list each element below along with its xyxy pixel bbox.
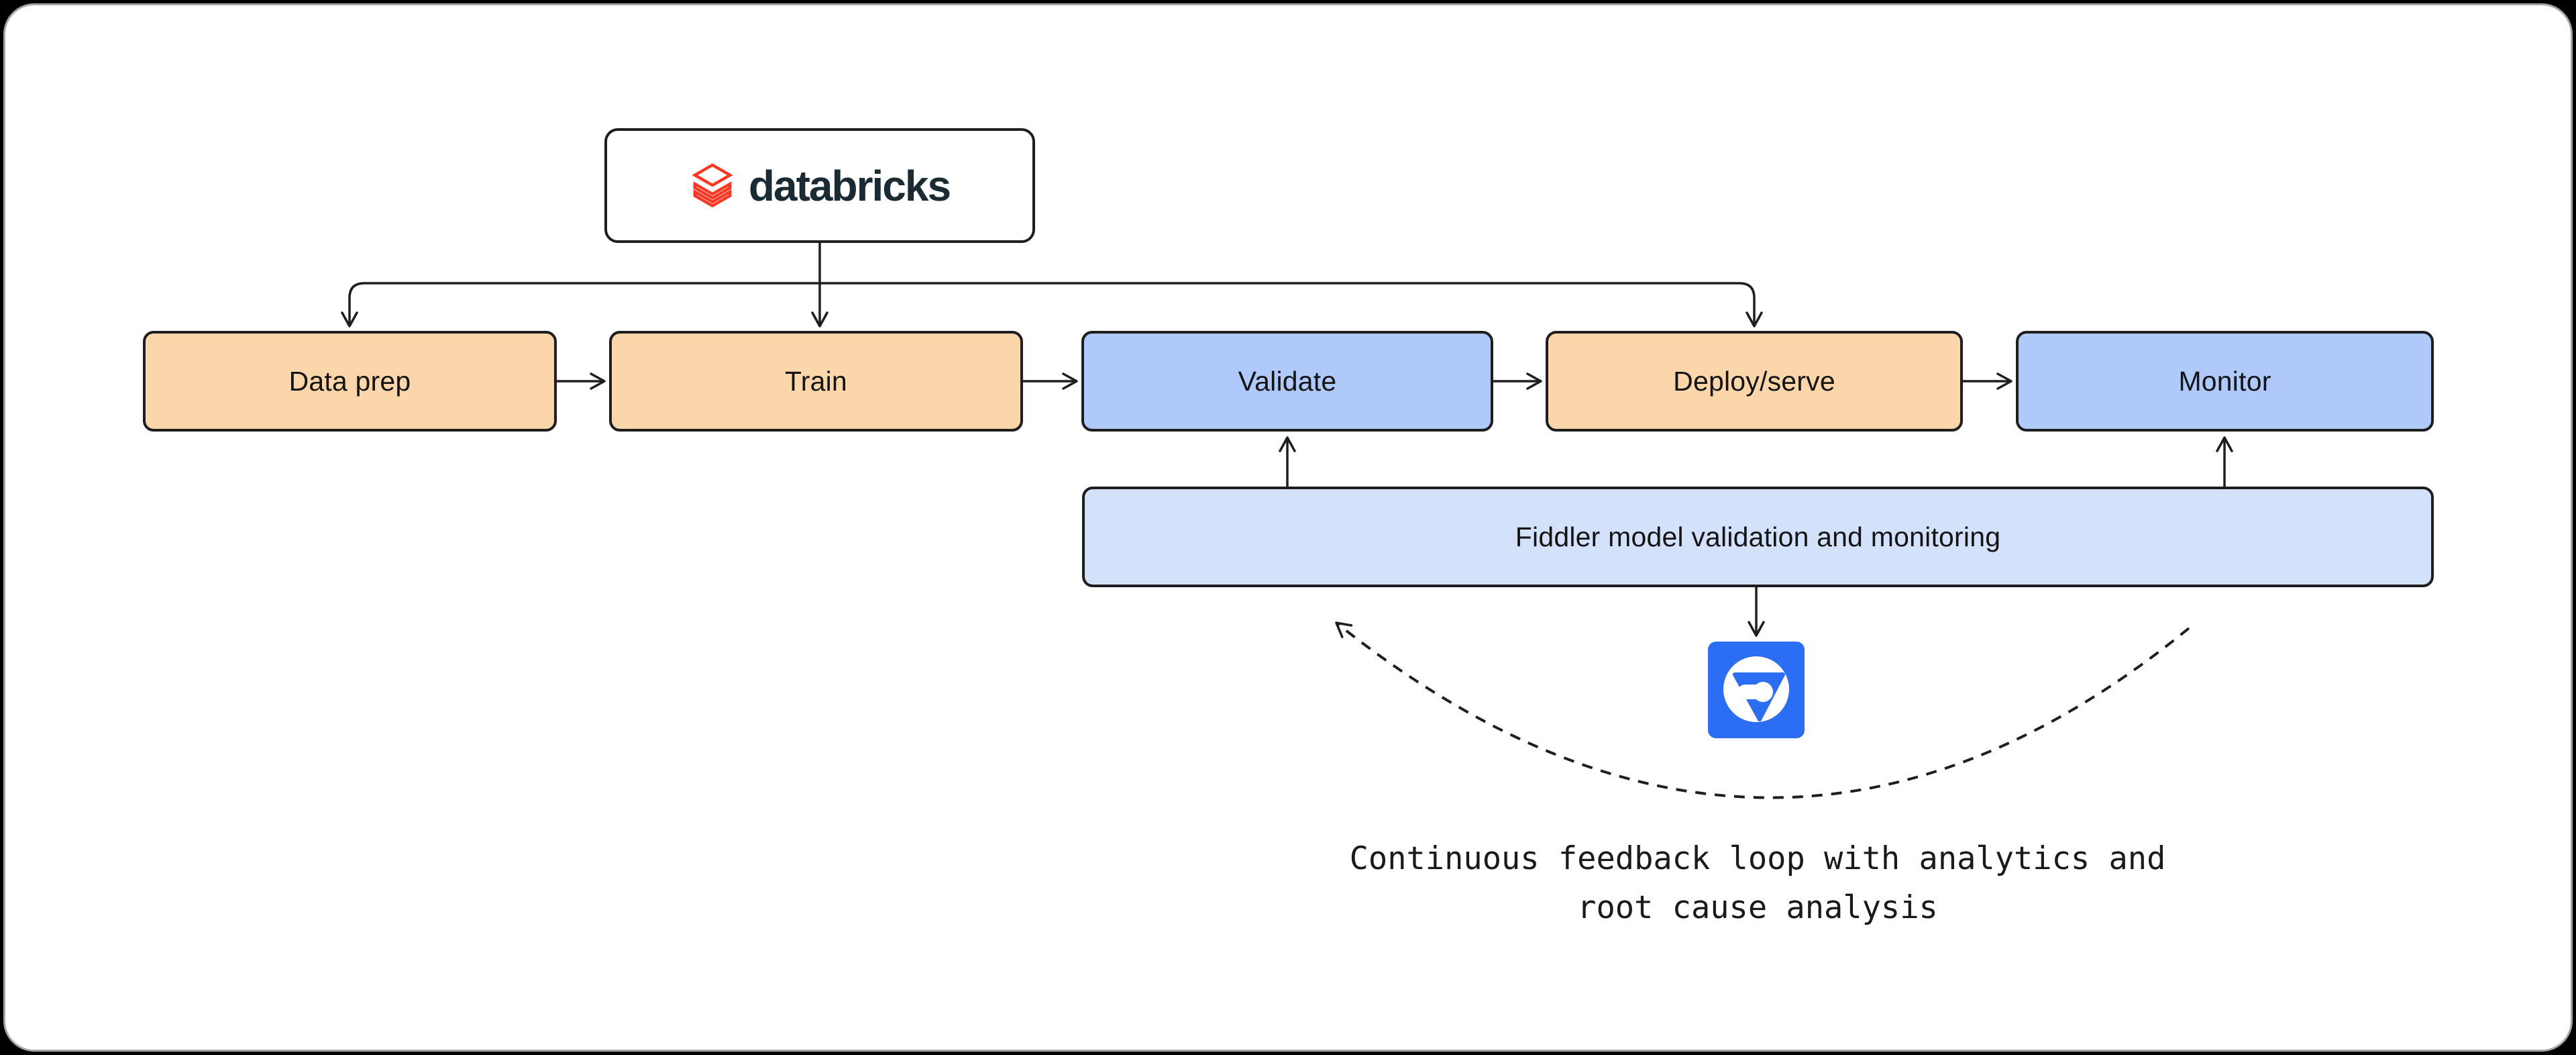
feedback-annotation-line2: root cause analysis <box>1577 889 1938 926</box>
fiddler-band: Fiddler model validation and monitoring <box>1082 487 2434 587</box>
feedback-annotation: Continuous feedback loop with analytics … <box>1275 834 2241 932</box>
stage-label: Deploy/serve <box>1673 365 1835 397</box>
stage-data-prep: Data prep <box>143 331 557 432</box>
stage-monitor: Monitor <box>2016 331 2434 432</box>
databricks-wordmark: databricks <box>748 161 951 210</box>
stage-validate: Validate <box>1081 331 1493 432</box>
stage-label: Monitor <box>2178 365 2271 397</box>
fiddler-band-label: Fiddler model validation and monitoring <box>1515 521 2001 552</box>
feedback-annotation-line1: Continuous feedback loop with analytics … <box>1349 840 2166 877</box>
stage-label: Train <box>785 365 847 397</box>
stage-deploy-serve: Deploy/serve <box>1546 331 1963 432</box>
stage-train: Train <box>609 331 1023 432</box>
stage-label: Data prep <box>288 365 411 397</box>
stage-label: Validate <box>1238 365 1337 397</box>
databricks-node: databricks <box>604 128 1035 243</box>
fiddler-logo-icon <box>1708 642 1805 738</box>
databricks-stack-icon <box>692 162 733 207</box>
